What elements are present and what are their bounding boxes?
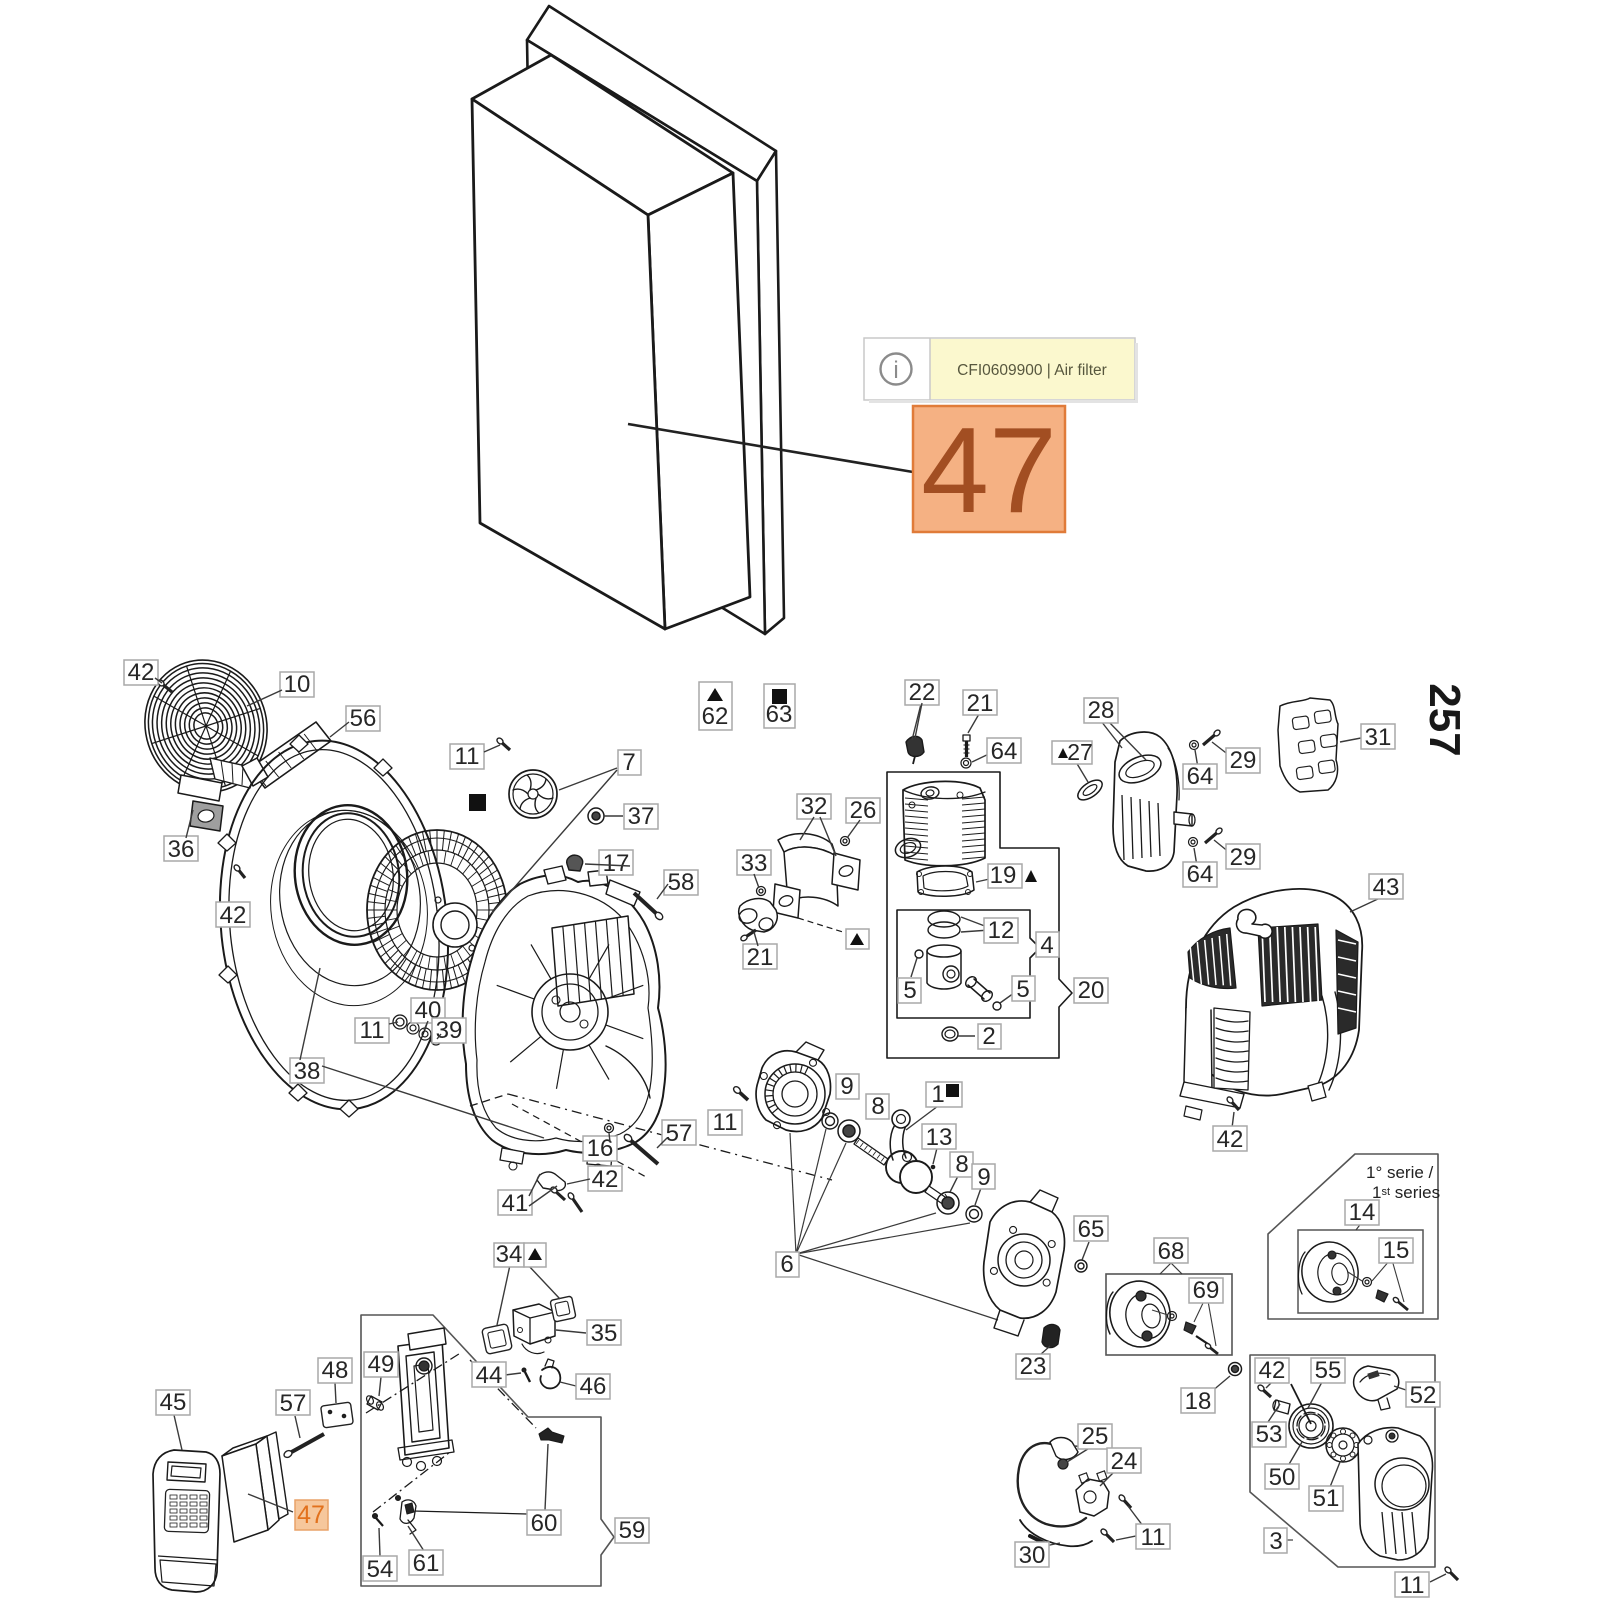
svg-text:32: 32	[801, 793, 828, 820]
svg-text:43: 43	[1373, 874, 1400, 901]
svg-text:28: 28	[1088, 697, 1115, 724]
svg-text:35: 35	[591, 1320, 618, 1347]
svg-text:60: 60	[531, 1510, 558, 1537]
svg-text:2: 2	[982, 1023, 995, 1050]
svg-text:18: 18	[1185, 1388, 1212, 1415]
svg-text:14: 14	[1349, 1199, 1376, 1226]
svg-text:15: 15	[1383, 1237, 1410, 1264]
svg-text:47: 47	[921, 402, 1057, 538]
svg-text:45: 45	[160, 1389, 187, 1416]
svg-text:8: 8	[871, 1093, 884, 1120]
svg-text:48: 48	[322, 1357, 349, 1384]
svg-text:7: 7	[622, 749, 635, 776]
svg-text:31: 31	[1365, 724, 1392, 751]
svg-text:58: 58	[668, 869, 695, 896]
svg-text:34: 34	[496, 1241, 523, 1268]
svg-text:5: 5	[903, 977, 916, 1004]
svg-text:64: 64	[1187, 861, 1214, 888]
svg-text:51: 51	[1313, 1485, 1340, 1512]
svg-text:36: 36	[168, 836, 195, 863]
svg-text:20: 20	[1078, 977, 1105, 1004]
svg-text:5: 5	[1016, 976, 1029, 1003]
svg-text:64: 64	[1187, 763, 1214, 790]
svg-text:33: 33	[741, 850, 768, 877]
svg-text:1° serie /: 1° serie /	[1366, 1163, 1434, 1182]
svg-text:63: 63	[766, 701, 793, 728]
svg-text:9: 9	[977, 1164, 990, 1191]
svg-text:42: 42	[592, 1166, 619, 1193]
svg-text:54: 54	[367, 1556, 394, 1583]
svg-text:42: 42	[1259, 1357, 1286, 1384]
svg-text:46: 46	[580, 1373, 607, 1400]
svg-text:19: 19	[990, 862, 1017, 889]
svg-text:i: i	[893, 357, 898, 384]
svg-text:24: 24	[1111, 1448, 1138, 1475]
svg-text:1: 1	[931, 1081, 944, 1108]
svg-text:65: 65	[1078, 1216, 1105, 1243]
svg-text:11: 11	[713, 1109, 738, 1136]
svg-text:37: 37	[628, 803, 655, 830]
svg-text:42: 42	[128, 659, 155, 686]
svg-text:29: 29	[1230, 747, 1257, 774]
svg-text:30: 30	[1019, 1542, 1046, 1569]
svg-text:13: 13	[926, 1124, 953, 1151]
svg-text:61: 61	[413, 1550, 440, 1577]
svg-text:8: 8	[955, 1151, 968, 1178]
svg-text:1st series: 1st series	[1372, 1183, 1440, 1202]
svg-text:26: 26	[850, 797, 877, 824]
svg-text:25: 25	[1082, 1423, 1109, 1450]
svg-text:4: 4	[1040, 932, 1053, 959]
svg-text:3: 3	[1269, 1528, 1282, 1555]
svg-text:53: 53	[1256, 1421, 1283, 1448]
svg-text:257: 257	[1420, 683, 1469, 756]
svg-text:16: 16	[587, 1135, 614, 1162]
svg-text:27: 27	[1067, 739, 1093, 765]
svg-text:11: 11	[1141, 1524, 1166, 1551]
svg-text:6: 6	[780, 1251, 793, 1278]
svg-text:11: 11	[455, 743, 480, 770]
svg-text:9: 9	[840, 1073, 853, 1100]
svg-text:42: 42	[220, 902, 247, 929]
svg-text:21: 21	[967, 690, 994, 717]
svg-text:57: 57	[280, 1390, 307, 1417]
svg-text:39: 39	[436, 1017, 463, 1044]
svg-text:56: 56	[350, 705, 377, 732]
svg-text:10: 10	[284, 671, 311, 698]
svg-text:42: 42	[1217, 1126, 1244, 1153]
svg-text:23: 23	[1020, 1353, 1047, 1380]
svg-text:44: 44	[476, 1362, 503, 1389]
svg-text:CFI0609900 | Air filter: CFI0609900 | Air filter	[957, 362, 1107, 379]
svg-text:68: 68	[1158, 1238, 1185, 1265]
svg-text:62: 62	[702, 703, 729, 730]
svg-text:12: 12	[988, 917, 1015, 944]
svg-text:41: 41	[502, 1190, 529, 1217]
svg-text:57: 57	[666, 1120, 693, 1147]
svg-text:49: 49	[368, 1351, 395, 1378]
svg-text:17: 17	[603, 850, 630, 877]
svg-text:38: 38	[294, 1058, 321, 1085]
svg-text:69: 69	[1193, 1277, 1220, 1304]
svg-text:11: 11	[360, 1017, 385, 1044]
svg-text:11: 11	[1400, 1572, 1425, 1599]
svg-text:47: 47	[297, 1501, 325, 1529]
svg-text:22: 22	[909, 679, 936, 706]
svg-text:50: 50	[1269, 1464, 1296, 1491]
svg-text:21: 21	[747, 944, 774, 971]
svg-text:52: 52	[1410, 1382, 1437, 1409]
svg-text:59: 59	[619, 1517, 646, 1544]
svg-text:64: 64	[991, 738, 1018, 765]
svg-text:29: 29	[1230, 844, 1257, 871]
svg-text:55: 55	[1315, 1357, 1342, 1384]
